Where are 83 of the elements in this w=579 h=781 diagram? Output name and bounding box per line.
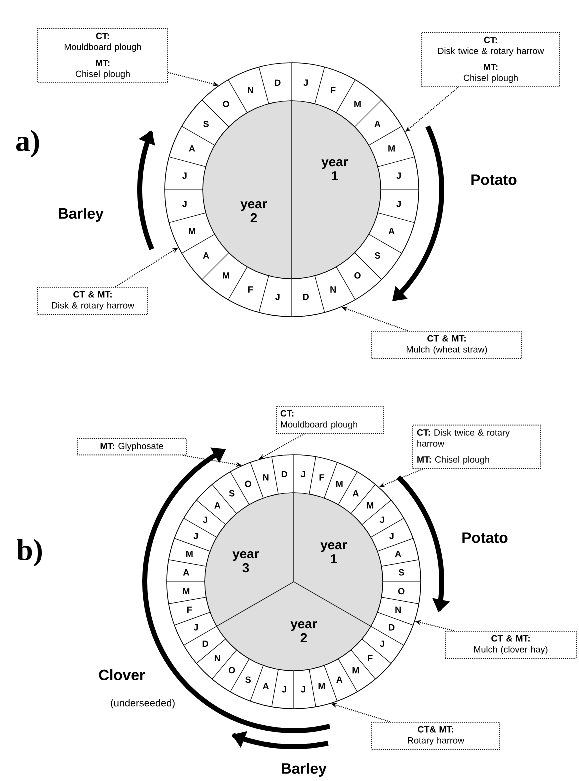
month-letter: A (203, 252, 210, 259)
crop-label: Barley (59, 208, 104, 222)
month-letter: F (188, 606, 192, 614)
month-letter: J (380, 640, 384, 648)
callout-box: CT & MT: Mulch (clover hay) (445, 630, 577, 660)
month-letter: A (214, 502, 221, 509)
month-letter: M (183, 588, 190, 594)
month-letter: A (183, 570, 190, 576)
crop-note: (underseeded) (111, 699, 175, 709)
month-letter: J (301, 471, 306, 478)
month-letter: J (194, 624, 198, 631)
month-wheel-drawing (164, 62, 420, 318)
month-letter: O (228, 667, 236, 674)
year-label: year 1 (320, 542, 348, 564)
callout-box: CT: Disk twice & rotary harrow MT: Chisel plough (412, 424, 542, 470)
month-letter: A (263, 683, 270, 690)
year-label: year 2 (290, 622, 318, 642)
month-letter: D (303, 294, 309, 300)
crop-label: Potato (472, 174, 517, 186)
month-letter: M (186, 550, 193, 558)
month-letter: F (368, 655, 373, 662)
callout-box: CT: Disk twice & rotary harrow MT: Chisel plough (422, 32, 560, 88)
callout-box: CT & MT: Disk & rotary harrow (38, 286, 148, 316)
month-letter: N (263, 474, 269, 481)
month-letter: J (396, 200, 401, 208)
month-letter: D (202, 640, 208, 648)
month-letter: M (318, 683, 326, 690)
month-letter: F (331, 87, 336, 94)
panel-label: b) (17, 539, 42, 567)
month-letter: M (223, 272, 230, 279)
month-letter: F (248, 286, 254, 293)
month-letter: J (380, 516, 384, 524)
month-letter: S (229, 490, 235, 497)
month-letter: M (388, 146, 395, 152)
month-letter: M (336, 481, 343, 488)
crop-label: Clover (99, 670, 146, 680)
month-letter: J (182, 200, 187, 208)
month-letter: M (189, 228, 196, 234)
callout-box: CT& MT: Rotary harrow (372, 722, 500, 750)
callout-box: MT: Glyphosate (77, 438, 187, 456)
month-letter: A (395, 550, 402, 558)
month-letter: F (320, 474, 324, 481)
month-letter: A (388, 228, 395, 234)
month-letter: O (245, 480, 252, 488)
month-letter: N (214, 655, 220, 662)
year-label: year 1 (322, 160, 348, 180)
month-letter: D (389, 624, 395, 631)
month-letter: J (182, 172, 187, 180)
month-letter: J (276, 294, 280, 300)
month-letter: M (367, 502, 374, 509)
month-letter: J (282, 686, 286, 693)
month-letter: O (223, 101, 230, 108)
month-letter: N (330, 286, 336, 293)
month-letter: S (374, 252, 380, 259)
month-letter: J (194, 533, 198, 540)
callout-box: CT: Mouldboard plough MT: Chisel plough (38, 28, 168, 84)
month-letter: S (204, 121, 209, 128)
month-letter: O (354, 272, 361, 279)
month-letter: A (336, 676, 343, 683)
month-letter: S (246, 676, 251, 684)
month-letter: D (282, 471, 288, 478)
month-letter: M (352, 667, 360, 674)
month-letter: M (354, 101, 361, 108)
month-letter: J (396, 172, 401, 180)
month-letter: A (189, 146, 196, 152)
month-letter: D (275, 80, 281, 86)
month-letter: N (248, 87, 254, 94)
callout-box: CT: Mouldboard plough (276, 406, 384, 434)
month-letter: J (301, 686, 306, 693)
month-letter: J (390, 533, 394, 540)
crop-label: Potato (462, 532, 508, 544)
month-letter: A (352, 490, 359, 497)
year-label: year 2 (240, 202, 268, 222)
month-letter: N (396, 606, 401, 614)
year-label: year 3 (232, 551, 260, 573)
month-letter: A (374, 121, 381, 128)
month-letter: S (398, 569, 404, 576)
callout-box: CT & MT: Mulch (wheat straw) (372, 330, 522, 360)
month-letter: O (398, 588, 405, 595)
crop-label: Barley (282, 763, 327, 777)
month-letter: J (304, 80, 308, 86)
month-letter: J (203, 516, 208, 524)
panel-label: a) (16, 130, 40, 158)
